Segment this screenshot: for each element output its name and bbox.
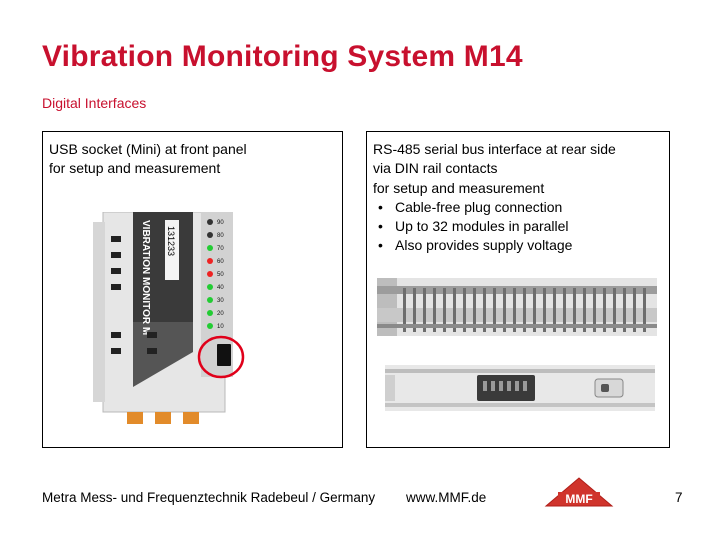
bus-connector-photo — [385, 365, 655, 411]
bullet-item: Cable-free plug connection — [373, 198, 616, 218]
rs485-panel: RS-485 serial bus interface at rear side… — [366, 131, 670, 448]
footer-company: Metra Mess- und Frequenztechnik Radebeul… — [42, 490, 376, 505]
rs485-line: for setup and measurement — [373, 179, 545, 196]
led-scale-label: 60 — [217, 259, 224, 265]
rs485-description: RS-485 serial bus interface at rear side… — [373, 140, 616, 256]
page-number: 7 — [675, 490, 683, 505]
led-scale-label: 70 — [217, 246, 224, 252]
rs485-line: via DIN rail contacts — [373, 160, 498, 177]
highlight-circle — [197, 335, 245, 379]
din-rail-contacts-photo — [377, 278, 657, 336]
bullet-item: Also provides supply voltage — [373, 236, 616, 256]
slide-title: Vibration Monitoring System M14 — [42, 40, 523, 73]
usb-socket — [217, 344, 231, 366]
slide-subtitle: Digital Interfaces — [42, 95, 147, 111]
led-scale-label: 20 — [217, 311, 224, 317]
usb-description: USB socket (Mini) at front panel for set… — [49, 140, 247, 179]
bullet-item: Up to 32 modules in parallel — [373, 217, 616, 237]
led-scale-label: 30 — [217, 298, 224, 304]
logo-text: MMF — [565, 492, 592, 506]
led-scale-label: 10 — [217, 324, 224, 330]
footer-url[interactable]: www.MMF.de — [406, 490, 487, 505]
device-front-photo: VIBRATION MONITOR M 131233 90 80 70 — [93, 212, 245, 424]
device-brand-text: VIBRATION MONITOR M — [140, 220, 151, 335]
usb-line: USB socket (Mini) at front panel — [49, 141, 247, 157]
usb-panel: USB socket (Mini) at front panel for set… — [42, 131, 343, 448]
mmf-logo: MMF — [544, 477, 614, 507]
device-serial-text: 131233 — [166, 226, 176, 256]
led-scale-label: 90 — [217, 220, 224, 226]
led-scale-label: 80 — [217, 233, 224, 239]
usb-line: for setup and measurement — [49, 160, 221, 177]
rs485-line: RS-485 serial bus interface at rear side — [373, 141, 616, 157]
led-scale-label: 50 — [217, 272, 224, 278]
led-scale-label: 40 — [217, 285, 224, 291]
led-column — [207, 219, 213, 329]
rs485-bullets: Cable-free plug connection Up to 32 modu… — [373, 198, 616, 256]
